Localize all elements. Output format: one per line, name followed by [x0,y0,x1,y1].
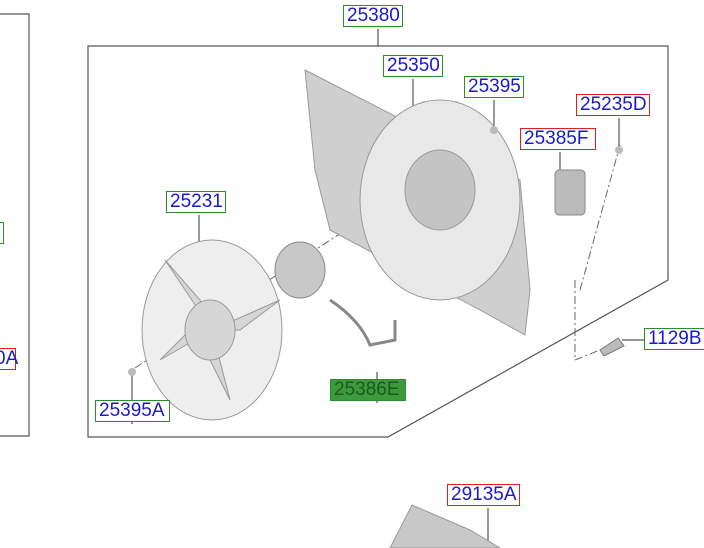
callout-25235d[interactable]: 25235D [576,94,650,116]
callout-25380[interactable]: 25380 [343,5,403,27]
callout-left-green-partial[interactable] [0,222,4,244]
callout-25350[interactable]: 25350 [383,55,443,77]
callout-1129b[interactable]: 1129B [644,328,704,350]
callout-25395[interactable]: 25395 [464,76,524,98]
bolt-art [599,337,625,357]
assembly-frame [87,45,669,438]
callout-25231[interactable]: 25231 [166,191,226,213]
callout-left-partial[interactable]: 0A [0,348,18,370]
shroud-art [304,69,531,336]
motor-art [274,241,397,347]
callout-25385f[interactable]: 25385F [520,128,596,150]
left-frame [0,13,30,437]
resistor-art [554,169,586,216]
fan-art [141,239,283,421]
callout-25386e[interactable]: 25386E [330,379,406,401]
lower-part-art [389,504,501,548]
callout-29135a[interactable]: 29135A [447,484,520,506]
callout-25395a[interactable]: 25395A [95,400,170,422]
